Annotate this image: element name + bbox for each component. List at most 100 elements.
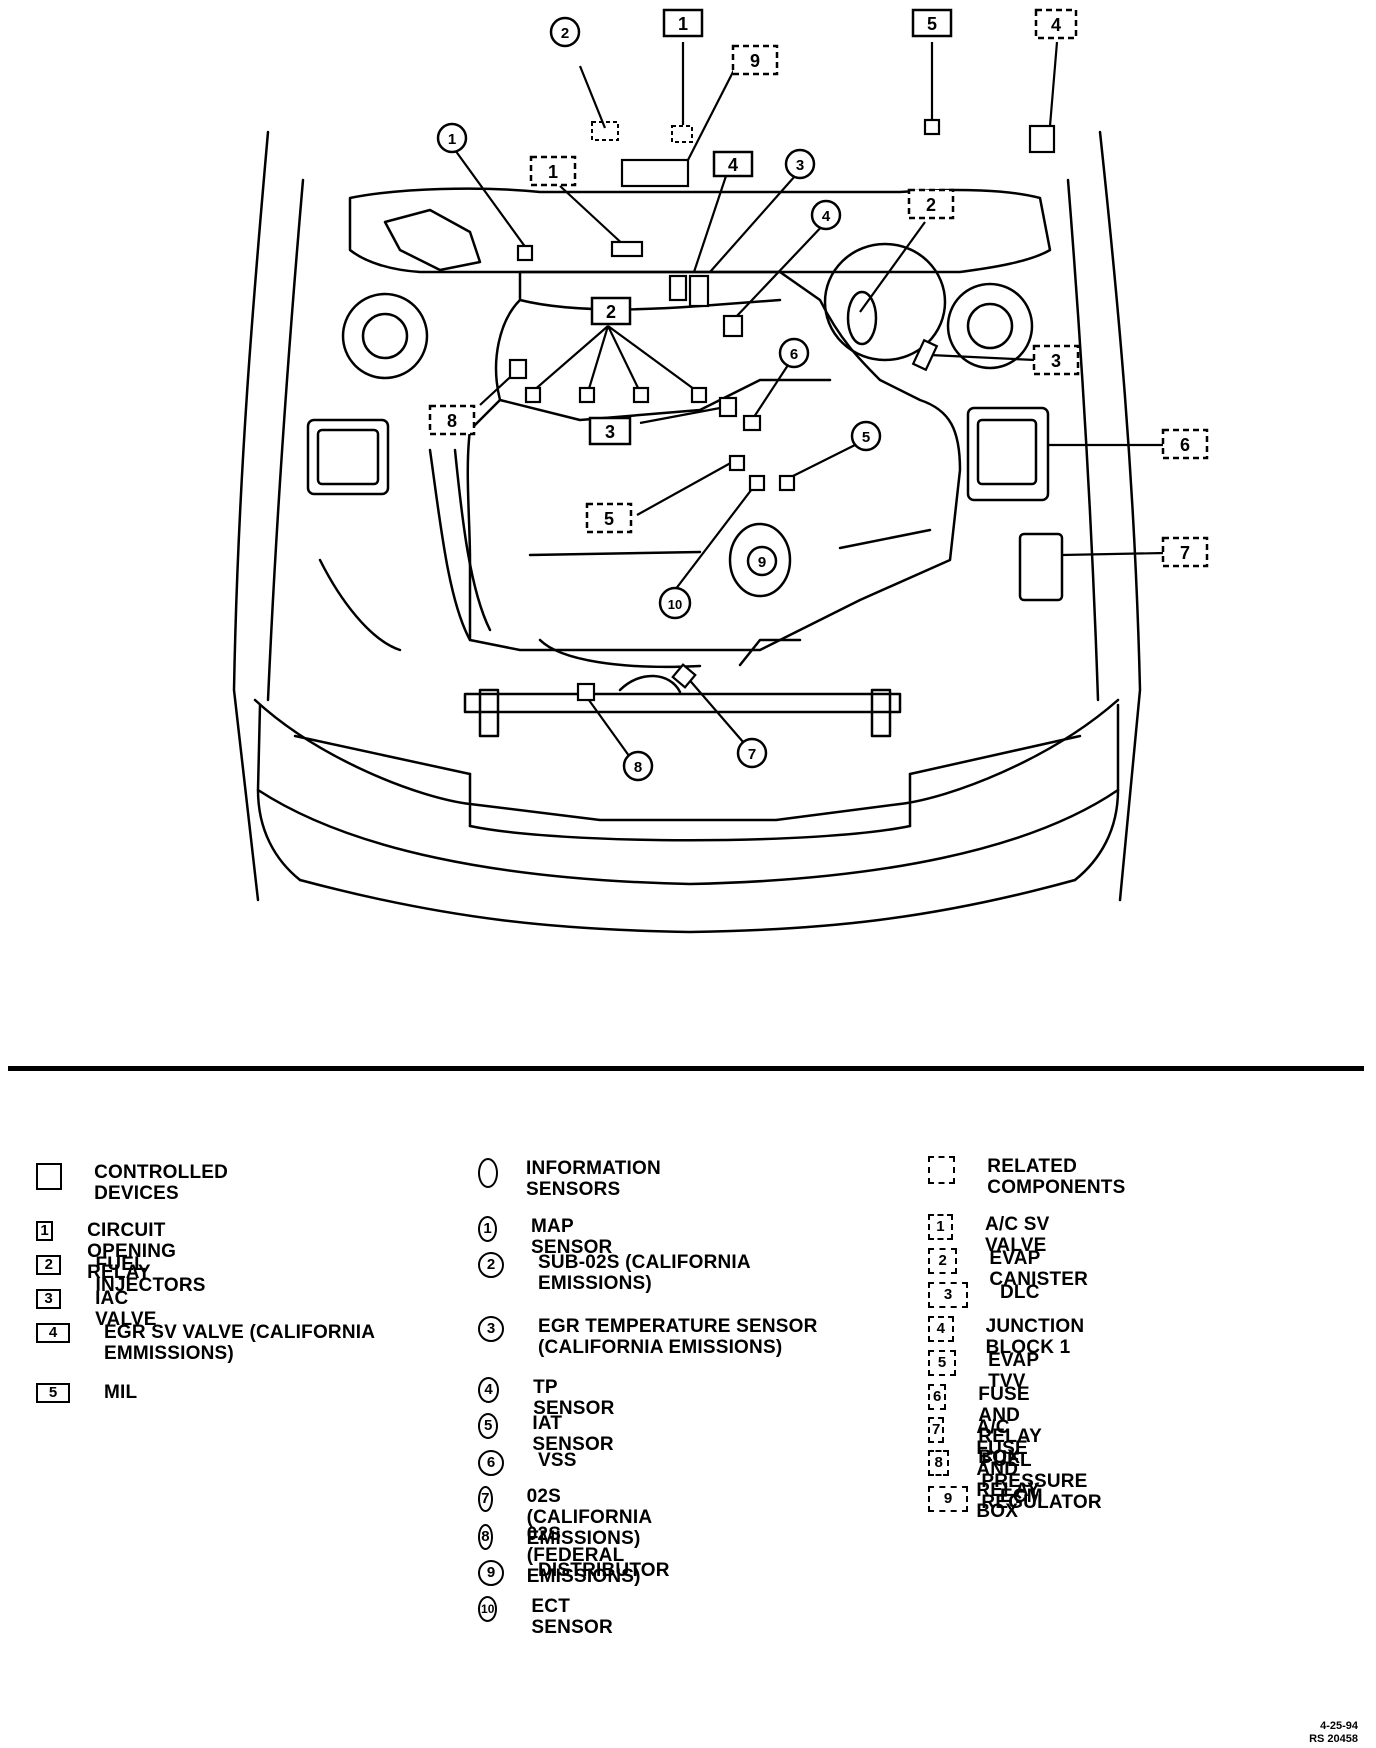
section-divider <box>8 1066 1364 1071</box>
legend-sensor-item: 6 VSS <box>478 1450 577 1476</box>
callout-controlled-2: 2 <box>590 296 632 326</box>
svg-text:5: 5 <box>604 509 614 529</box>
legend-related-item: 3 DLC <box>928 1282 1040 1308</box>
legend-sensor-item: 8 02S (FEDERAL EMISSIONS) <box>478 1524 652 1587</box>
svg-text:1: 1 <box>678 14 688 34</box>
callout-related-9 <box>731 44 779 76</box>
marker-egr-sv <box>668 274 688 302</box>
legend-sensor-item: 1 MAP SENSOR <box>478 1216 619 1258</box>
legend-sensor-item: 7 02S (CALIFORNIA EMISSIONS) <box>478 1486 663 1549</box>
marker-ecm <box>620 158 690 188</box>
svg-text:6: 6 <box>790 346 798 363</box>
svg-text:10: 10 <box>668 597 682 612</box>
marker-injector-1 <box>524 386 542 404</box>
callout-related-3 <box>1032 344 1080 376</box>
marker-circuit-opening-relay <box>671 125 693 143</box>
fuse-relay-box <box>966 406 1050 502</box>
marker-tp-sensor <box>722 314 744 338</box>
figure-code: RS 20458 <box>1309 1733 1358 1745</box>
intake-hose <box>428 448 472 642</box>
callout-related-1 <box>529 155 577 187</box>
brake-booster <box>823 242 947 362</box>
svg-text:7: 7 <box>1180 543 1190 563</box>
marker-o2s-california <box>671 663 697 689</box>
solid-box-symbol <box>36 1163 63 1190</box>
svg-text:6: 6 <box>1180 435 1190 455</box>
callout-sensor-6 <box>778 337 810 369</box>
svg-text:2: 2 <box>561 25 569 42</box>
marker-iac-valve <box>718 396 738 418</box>
figure-reference: 4-25-94 RS 20458 <box>1309 1720 1358 1746</box>
svg-text:3: 3 <box>1051 351 1061 371</box>
figure-date: 4-25-94 <box>1320 1720 1358 1732</box>
marker-injector-4 <box>690 386 708 404</box>
right-inner-fender <box>1066 178 1100 702</box>
left-strut-tower <box>341 292 429 380</box>
right-fender-outline <box>1098 130 1142 902</box>
legend-sensor-item: 9 DISTRIBUTOR <box>478 1560 670 1586</box>
svg-text:4: 4 <box>728 155 738 175</box>
legend-related-item: 2 EVAP CANISTER <box>928 1248 1099 1290</box>
firewall-outline <box>348 187 1052 274</box>
legend-related-item: 7 A/C FUSE AND RELAY BOX <box>928 1417 1063 1522</box>
left-inner-fender <box>266 178 305 702</box>
wiper-cowl <box>383 208 482 272</box>
marker-vss <box>742 414 762 432</box>
callout-related-2 <box>907 188 955 220</box>
marker-evap-canister <box>591 121 619 141</box>
callout-related-7 <box>1161 536 1209 568</box>
legend-related-header: RELATED COMPONENTS <box>928 1156 1138 1198</box>
legend-related-item: 6 FUSE AND RELAY BOX <box>928 1384 1063 1468</box>
marker-evap-tvv <box>728 454 746 472</box>
svg-text:9: 9 <box>750 51 760 71</box>
engine-compartment-diagram: 1 5 4 2 3 4 9 1 2 3 6 7 8 5 <box>232 8 1209 934</box>
legend-controlled-item: 4 EGR SV VALVE (CALIFORNIA EMMISSIONS) <box>36 1322 414 1364</box>
svg-text:5: 5 <box>862 429 870 446</box>
radiator-support <box>463 692 902 714</box>
callout-related-5 <box>585 502 633 534</box>
legend-controlled-item: 5 MIL <box>36 1382 137 1403</box>
svg-text:1: 1 <box>548 162 558 182</box>
callout-sensor-9 <box>746 545 778 577</box>
callout-sensor-10 <box>658 586 692 620</box>
callout-sensor-7 <box>736 737 768 769</box>
legend-related-item: 5 EVAP TVV <box>928 1350 1051 1392</box>
callout-controlled-1: 1 <box>662 8 704 38</box>
legend-controlled-item: 1 CIRCUIT OPENING RELAY <box>36 1220 193 1283</box>
marker-ac-sv-valve <box>610 240 644 258</box>
legend-sensor-item: 3 EGR TEMPERATURE SENSOR (CALIFORNIA EMI… <box>478 1316 838 1358</box>
legend-sensor-item: 5 IAT SENSOR <box>478 1413 619 1455</box>
callout-sensor-3 <box>784 148 816 180</box>
legend-controlled-header: CONTROLLED DEVICES <box>36 1162 240 1204</box>
legend-related-item: 8 FUEL PRESSURE REGULATOR <box>928 1450 1120 1513</box>
svg-text:9: 9 <box>758 554 766 571</box>
svg-text:1: 1 <box>448 131 456 148</box>
legend-sensor-item: 2 SUB-02S (CALIFORNIA EMISSIONS) <box>478 1252 788 1294</box>
marker-iat-sensor <box>778 474 796 492</box>
svg-text:4: 4 <box>822 208 831 225</box>
callout-related-4 <box>1034 8 1078 40</box>
legend-sensors-header: INFORMATION SENSORS <box>478 1158 671 1200</box>
marker-injector-2 <box>578 386 596 404</box>
callout-controlled-5: 5 <box>911 8 953 38</box>
legend-related-item: 1 A/C SV VALVE <box>928 1214 1062 1256</box>
callout-related-8 <box>428 404 476 436</box>
marker-map-sensor <box>516 244 534 262</box>
callout-related-6 <box>1161 428 1209 460</box>
distributor <box>728 522 792 598</box>
legend-controlled-item: 3 IAC VALVE <box>36 1288 166 1330</box>
front-bumper <box>253 698 1120 822</box>
marker-junction-block <box>1028 124 1056 154</box>
legend-related-item: 9 ECM <box>928 1486 1043 1512</box>
battery <box>306 418 390 496</box>
marker-mil <box>923 118 941 136</box>
callout-sensor-2 <box>549 16 581 48</box>
marker-o2s-federal <box>576 682 596 702</box>
callout-controlled-3: 3 <box>588 416 632 446</box>
ac-fuse-relay-box <box>1018 532 1064 602</box>
legend-controlled-item: 2 FUEL INJECTORS <box>36 1254 214 1296</box>
marker-ect-sensor <box>748 474 766 492</box>
legend-sensor-item: 10 ECT SENSOR <box>478 1596 619 1638</box>
svg-text:5: 5 <box>927 14 937 34</box>
marker-injector-3 <box>632 386 650 404</box>
